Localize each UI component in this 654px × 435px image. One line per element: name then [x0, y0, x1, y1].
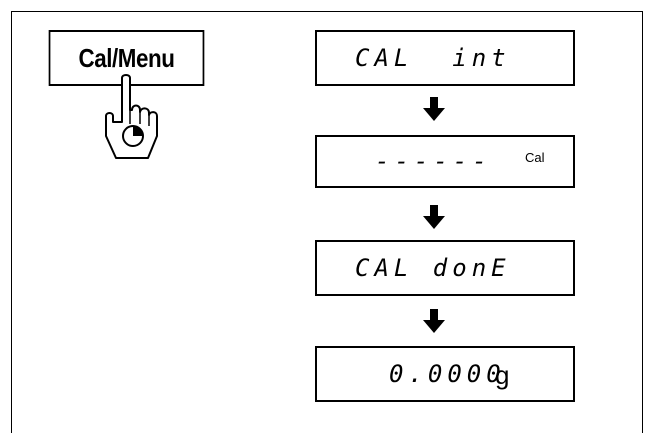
display-zero-weight: 0.0000 g	[315, 346, 575, 402]
display-cal-done: CAL donE	[315, 240, 575, 296]
cal-menu-key[interactable]: Cal/Menu	[48, 30, 205, 86]
cal-menu-key-label: Cal/Menu	[78, 42, 175, 73]
diagram-frame	[11, 11, 643, 433]
display-text: ------	[375, 147, 492, 175]
down-arrow-icon	[423, 205, 445, 229]
hand-pointer-icon	[105, 74, 158, 159]
display-unit: g	[495, 360, 510, 390]
display-cal-int: CAL int	[315, 30, 575, 86]
display-text: CAL int	[355, 44, 511, 72]
display-unit: Cal	[525, 150, 545, 165]
display-text: CAL donE	[355, 254, 511, 282]
display-dashes-cal: ------ Cal	[315, 135, 575, 188]
display-text: 0.0000	[389, 360, 506, 388]
down-arrow-icon	[423, 97, 445, 121]
down-arrow-icon	[423, 309, 445, 333]
